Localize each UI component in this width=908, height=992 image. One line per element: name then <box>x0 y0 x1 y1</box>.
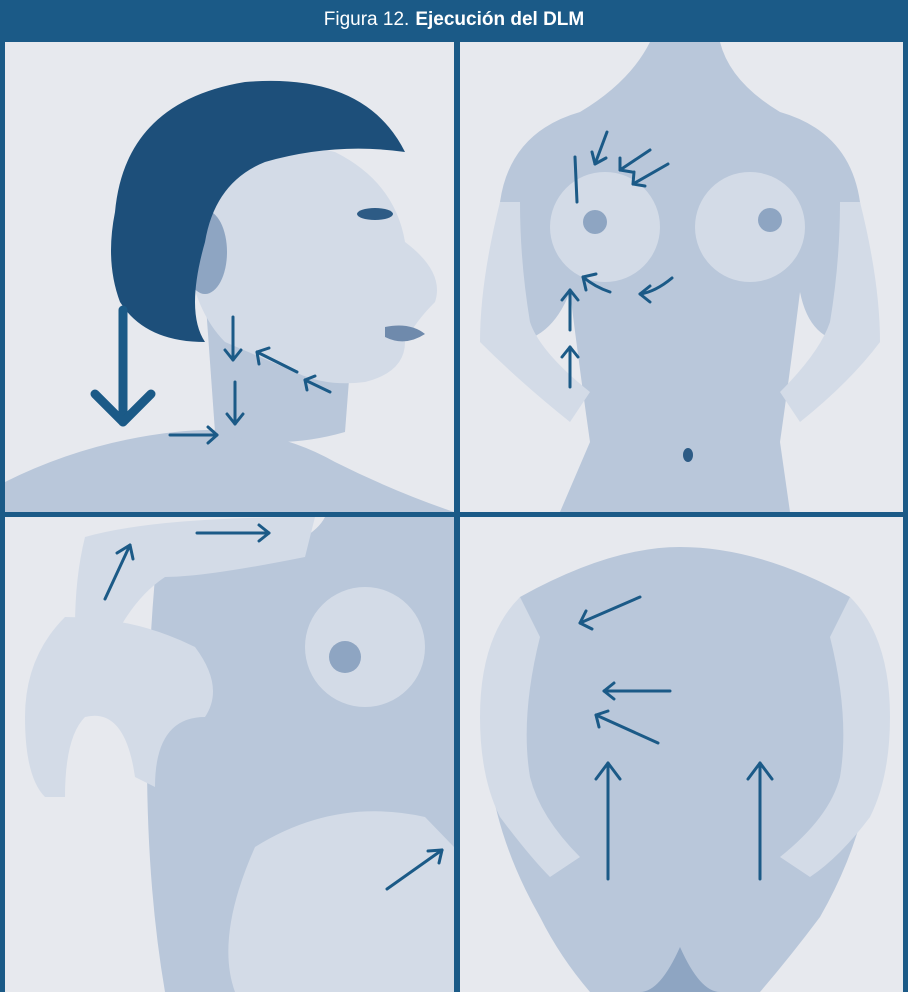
arrow-big-down <box>95 310 151 422</box>
arrow-axilla <box>575 157 577 202</box>
panel-back <box>460 517 903 992</box>
head-neck-illustration <box>5 42 454 512</box>
torso-front-illustration <box>460 42 903 512</box>
back-illustration <box>460 517 903 992</box>
figure-label: Figura 12. <box>324 9 410 31</box>
panel-arm-side <box>5 517 454 992</box>
arm-side-illustration <box>5 517 454 992</box>
figure-title-bar: Figura 12. Ejecución del DLM <box>0 0 908 40</box>
panel-torso-front <box>460 42 903 512</box>
panel-head-neck <box>5 42 454 512</box>
figure-title: Ejecución del DLM <box>415 9 584 31</box>
